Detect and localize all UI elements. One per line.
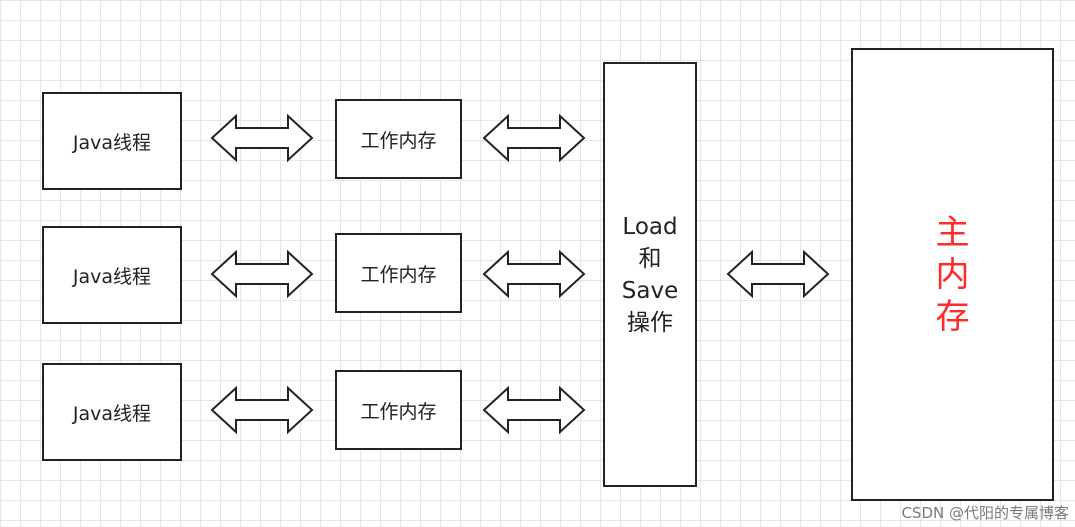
double-arrow-icon-thread-work-1 — [210, 114, 314, 162]
double-arrow-icon-thread-work-3 — [210, 386, 314, 434]
java-thread-label-2: Java线程 — [72, 265, 152, 288]
java-thread-box-1: Java线程 — [42, 92, 182, 190]
java-thread-label-1: Java线程 — [72, 131, 152, 154]
double-arrow-icon-thread-work-2 — [210, 250, 314, 298]
load-save-box: Load 和 Save 操作 — [603, 62, 697, 487]
work-memory-label-2: 工作内存 — [360, 263, 437, 286]
load-save-line-4: 操作 — [627, 309, 673, 336]
double-arrow-icon-work-load-2 — [482, 250, 586, 298]
java-thread-box-3: Java线程 — [42, 363, 182, 461]
main-memory-char-1: 主 — [935, 212, 970, 253]
double-arrow-icon-load-main — [726, 250, 830, 298]
java-thread-box-2: Java线程 — [42, 226, 182, 324]
main-memory-char-3: 存 — [935, 296, 970, 337]
work-memory-box-2: 工作内存 — [335, 233, 462, 313]
work-memory-box-3: 工作内存 — [335, 370, 462, 450]
load-save-line-2: 和 — [638, 245, 662, 272]
double-arrow-icon-work-load-1 — [482, 114, 586, 162]
work-memory-box-1: 工作内存 — [335, 99, 462, 179]
main-memory-box: 主 内 存 — [851, 48, 1054, 501]
load-save-line-1: Load — [622, 213, 678, 240]
main-memory-char-2: 内 — [935, 254, 970, 295]
watermark: CSDN @代阳的专属博客 — [901, 504, 1069, 522]
double-arrow-icon-work-load-3 — [482, 386, 586, 434]
java-thread-label-3: Java线程 — [72, 402, 152, 425]
work-memory-label-1: 工作内存 — [360, 129, 437, 152]
load-save-line-3: Save — [621, 277, 679, 304]
work-memory-label-3: 工作内存 — [360, 400, 437, 423]
